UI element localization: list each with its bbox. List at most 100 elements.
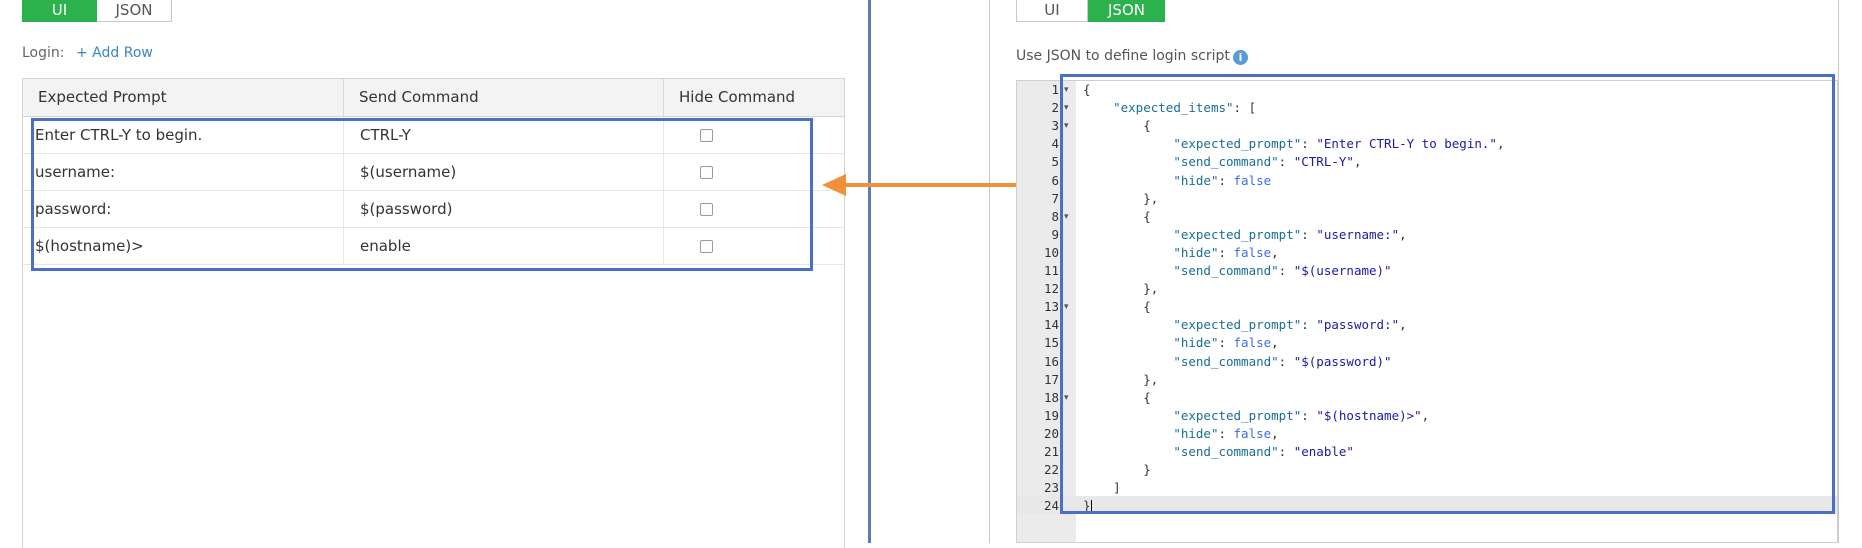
expected-prompt-cell[interactable]: $(hostname)> xyxy=(35,237,144,255)
code-token: : xyxy=(1301,317,1317,333)
code-token: "hide" xyxy=(1173,425,1219,441)
line-number: 18 xyxy=(1043,389,1059,405)
active-line-highlight xyxy=(1017,496,1837,514)
table-rows-highlight-box xyxy=(31,118,813,271)
view-mode-toggle-left: UI JSON xyxy=(22,0,172,22)
table-row: $(hostname)> enable xyxy=(23,228,844,265)
hide-command-checkbox[interactable] xyxy=(700,129,713,142)
code-token: : xyxy=(1218,425,1234,441)
login-table: Expected Prompt Send Command Hide Comman… xyxy=(22,78,845,548)
code-token: { xyxy=(1083,389,1151,405)
expected-prompt-cell[interactable]: username: xyxy=(35,163,116,181)
code-token: "expected_items" xyxy=(1113,100,1234,116)
ui-tab[interactable]: UI xyxy=(1016,0,1088,22)
table-row: username: $(username) xyxy=(23,154,844,191)
send-command-cell[interactable]: $(password) xyxy=(343,191,663,228)
line-number: 1 xyxy=(1051,82,1059,97)
panel-divider xyxy=(989,0,990,543)
code-line: "send_command": "enable" xyxy=(1083,443,1354,461)
code-token: : xyxy=(1218,172,1234,188)
code-token: "send_command" xyxy=(1173,263,1279,278)
line-number: 11 xyxy=(1043,263,1059,278)
code-token: { xyxy=(1083,118,1151,134)
code-token: "password:" xyxy=(1316,317,1400,333)
code-token: }, xyxy=(1083,371,1159,387)
fold-toggle-icon[interactable]: ▾ xyxy=(1064,302,1069,313)
send-command-cell[interactable]: CTRL-Y xyxy=(343,117,663,154)
add-row-link[interactable]: + Add Row xyxy=(76,45,153,61)
code-line: "expected_prompt": "$(hostname)>", xyxy=(1083,407,1429,425)
code-line: }, xyxy=(1083,280,1158,298)
line-number: 14 xyxy=(1043,317,1059,333)
code-token: , xyxy=(1496,136,1505,152)
code-token: , xyxy=(1271,425,1279,441)
code-token: "hide" xyxy=(1173,335,1219,351)
hide-command-checkbox[interactable] xyxy=(700,203,713,216)
code-line: "hide": false xyxy=(1083,172,1271,190)
editor-highlight-box xyxy=(1060,74,1835,514)
send-command-cell[interactable]: $(username) xyxy=(343,154,663,191)
code-token: "hide" xyxy=(1173,172,1219,188)
code-token: : xyxy=(1301,136,1317,152)
line-number: 5 xyxy=(1051,154,1059,170)
fold-toggle-icon[interactable]: ▾ xyxy=(1064,211,1069,222)
json-script-label: Use JSON to define login script xyxy=(1016,48,1230,64)
line-number: 7 xyxy=(1051,190,1059,206)
code-token: { xyxy=(1083,299,1151,315)
code-line: { xyxy=(1083,389,1151,407)
line-number: 3 xyxy=(1051,118,1059,134)
hide-command-checkbox[interactable] xyxy=(700,240,713,253)
code-token: false xyxy=(1233,335,1272,351)
line-number: 6 xyxy=(1051,172,1059,188)
header-expected-prompt: Expected Prompt xyxy=(38,88,167,106)
table-row: password: $(password) xyxy=(23,191,844,228)
fold-toggle-icon[interactable]: ▾ xyxy=(1064,103,1069,114)
line-number: 16 xyxy=(1043,353,1059,369)
code-token: }, xyxy=(1083,281,1159,297)
code-token: : xyxy=(1218,335,1234,351)
fold-toggle-icon[interactable]: ▾ xyxy=(1064,392,1069,403)
code-token: { xyxy=(1083,82,1091,97)
code-line: "hide": false, xyxy=(1083,425,1279,443)
json-tab[interactable]: JSON xyxy=(97,0,172,22)
code-token: { xyxy=(1083,208,1151,224)
line-number: 20 xyxy=(1043,425,1059,441)
code-line: "send_command": "$(username)" xyxy=(1083,262,1391,280)
code-token: false xyxy=(1233,172,1272,188)
code-token: , xyxy=(1271,244,1279,260)
fold-toggle-icon[interactable]: ▾ xyxy=(1064,85,1069,95)
send-command-cell[interactable]: enable xyxy=(343,228,663,265)
header-send-command: Send Command xyxy=(343,79,663,117)
line-number-gutter xyxy=(1017,81,1076,542)
expected-prompt-cell[interactable]: password: xyxy=(35,200,112,218)
code-token: : xyxy=(1301,407,1317,423)
code-line: { xyxy=(1083,298,1151,316)
code-token: : xyxy=(1278,154,1294,170)
code-line: "send_command": "$(password)" xyxy=(1083,353,1392,371)
json-tab[interactable]: JSON xyxy=(1088,0,1165,22)
line-number: 9 xyxy=(1051,226,1059,242)
code-token: "enable" xyxy=(1293,444,1354,459)
ui-tab[interactable]: UI xyxy=(22,0,97,22)
code-token: "$(password)" xyxy=(1293,353,1392,369)
fold-toggle-icon[interactable]: ▾ xyxy=(1064,121,1069,132)
code-token: "send_command" xyxy=(1173,353,1279,369)
code-line: { xyxy=(1083,117,1151,135)
line-number: 8 xyxy=(1051,208,1059,224)
line-number: 10 xyxy=(1043,244,1059,260)
table-header: Expected Prompt Send Command Hide Comman… xyxy=(23,79,844,117)
info-icon[interactable]: i xyxy=(1233,50,1248,65)
json-code-editor[interactable]: 1▾{2▾ "expected_items": [3▾ {4 "expected… xyxy=(1016,80,1838,543)
code-token: : xyxy=(1301,226,1317,242)
hide-command-checkbox[interactable] xyxy=(700,166,713,179)
expected-prompt-cell[interactable]: Enter CTRL-Y to begin. xyxy=(35,126,203,144)
code-token: "username:" xyxy=(1316,226,1400,242)
code-token: } xyxy=(1083,498,1091,514)
code-line: }, xyxy=(1083,371,1158,389)
line-number: 24 xyxy=(1043,498,1059,514)
code-token: "expected_prompt" xyxy=(1173,226,1302,242)
code-line: ] xyxy=(1083,479,1121,497)
line-number: 17 xyxy=(1043,371,1059,387)
line-number: 13 xyxy=(1043,299,1059,315)
code-line: "expected_items": [ xyxy=(1083,99,1256,117)
